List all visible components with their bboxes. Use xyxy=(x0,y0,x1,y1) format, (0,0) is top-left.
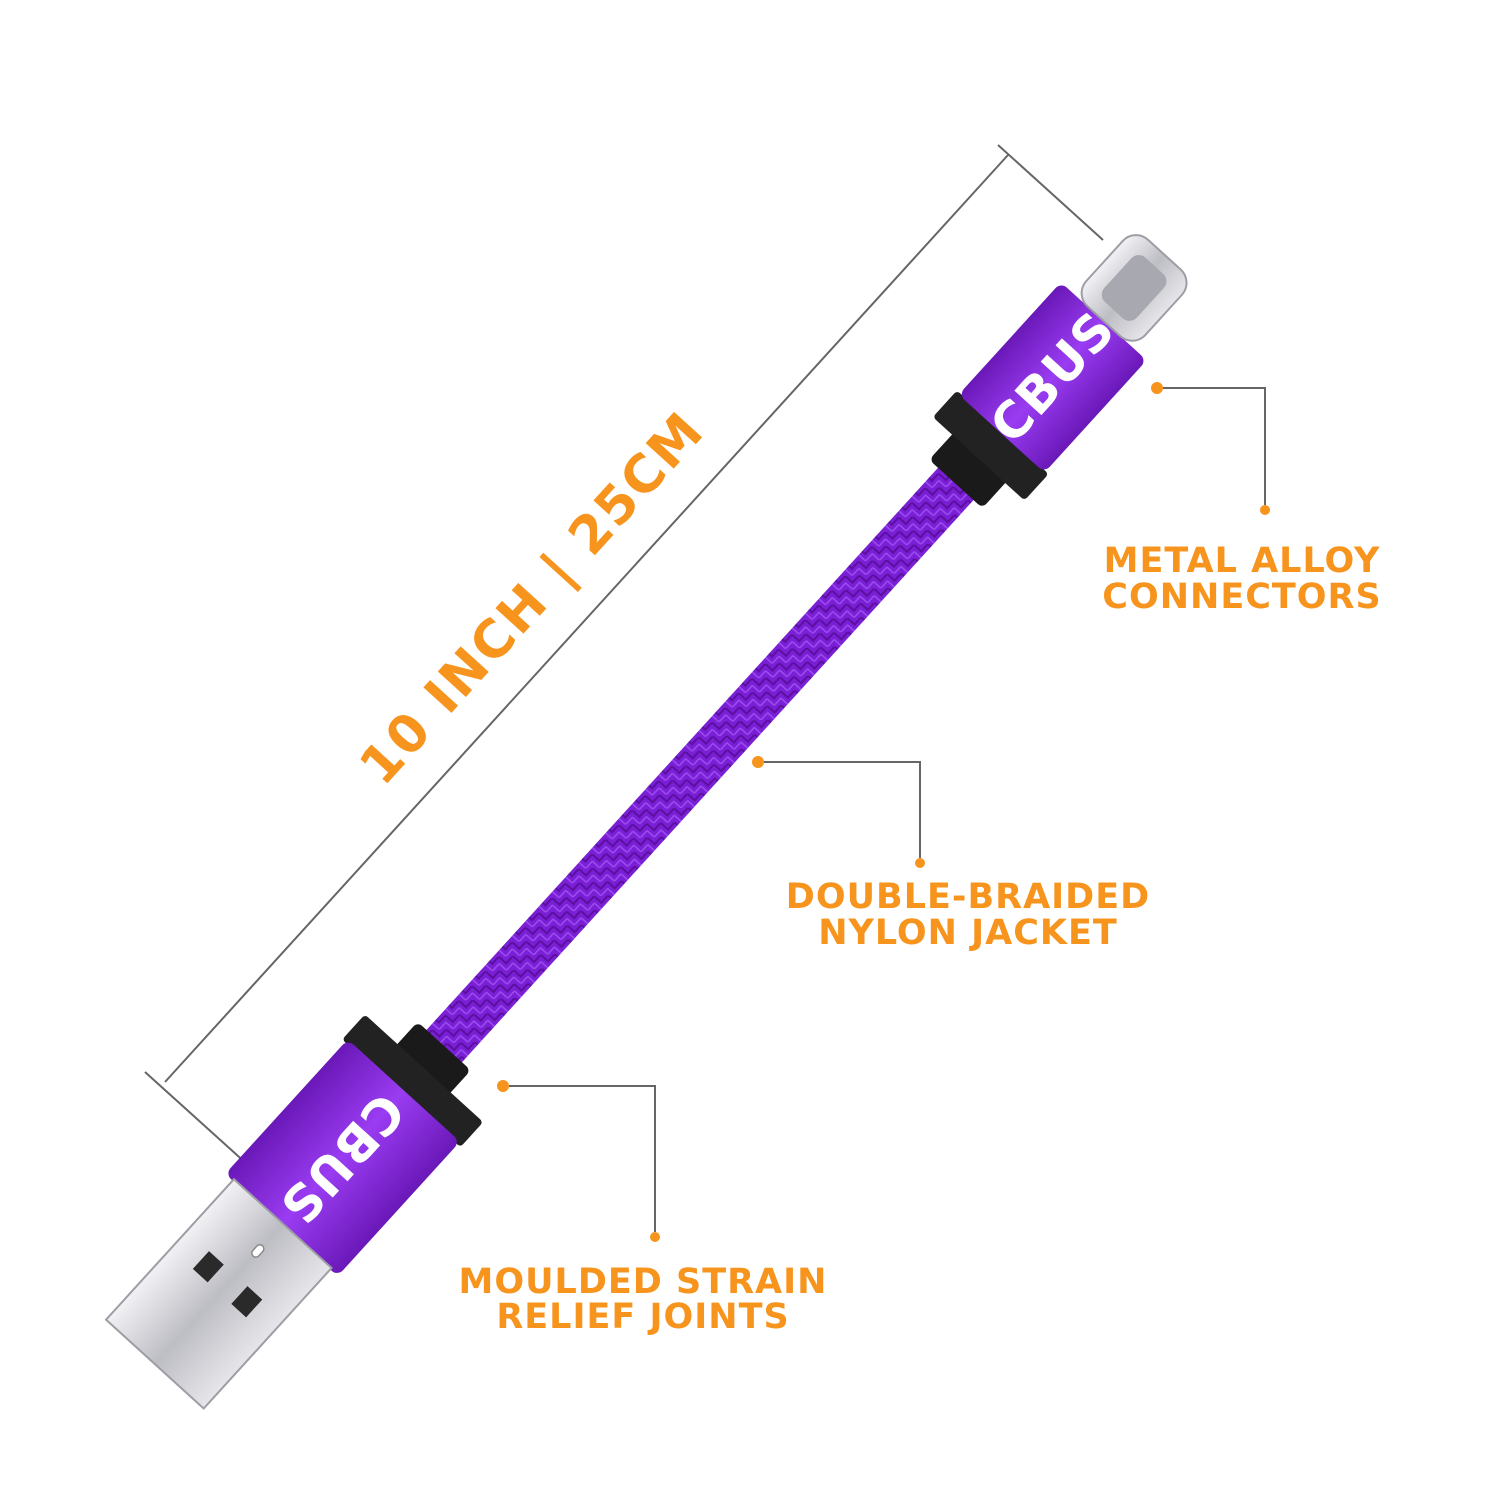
strain-relief-bottom xyxy=(390,1024,469,1101)
callout-dot xyxy=(497,1080,509,1092)
callout-leader-line xyxy=(1163,387,1266,505)
callout-label-line-1: METAL ALLOY xyxy=(1104,541,1381,581)
strain-relief-bottom-collar xyxy=(343,1016,482,1146)
callout-dot xyxy=(650,1232,660,1242)
usb-c-plug-icon xyxy=(1080,234,1188,342)
usb-c-housing xyxy=(961,285,1144,470)
dimension-line xyxy=(164,154,1009,1083)
usb-a-housing xyxy=(228,1042,457,1273)
callout-leader-line xyxy=(509,1085,656,1232)
strain-relief-top xyxy=(931,432,1007,506)
braided-cable-body xyxy=(413,452,987,1078)
usb-a-plug-icon xyxy=(104,1177,333,1410)
callout-dot xyxy=(1151,382,1163,394)
callout-label-line-2: CONNECTORS xyxy=(1102,577,1381,617)
callout-dot xyxy=(752,756,764,768)
dimension-tick-end xyxy=(997,144,1104,241)
strain-relief-top-collar xyxy=(934,392,1048,499)
callout-label-line-2: NYLON JACKET xyxy=(818,913,1118,953)
dimension-tick-start xyxy=(144,1071,249,1166)
callout-metal-alloy-connectors: METAL ALLOY CONNECTORS xyxy=(1102,382,1381,617)
callout-dot xyxy=(915,858,925,868)
callout-dot xyxy=(1260,505,1270,515)
callout-strain-relief: MOULDED STRAIN RELIEF JOINTS xyxy=(459,1080,828,1337)
callout-label-line-1: MOULDED STRAIN xyxy=(459,1262,828,1302)
callout-leader-line xyxy=(764,761,921,858)
callout-label-line-1: DOUBLE-BRAIDED xyxy=(786,877,1150,917)
usb-cable: CBUS CBUS xyxy=(104,234,1188,1410)
callout-label-line-2: RELIEF JOINTS xyxy=(496,1297,789,1337)
callout-nylon-jacket: DOUBLE-BRAIDED NYLON JACKET xyxy=(752,756,1150,953)
